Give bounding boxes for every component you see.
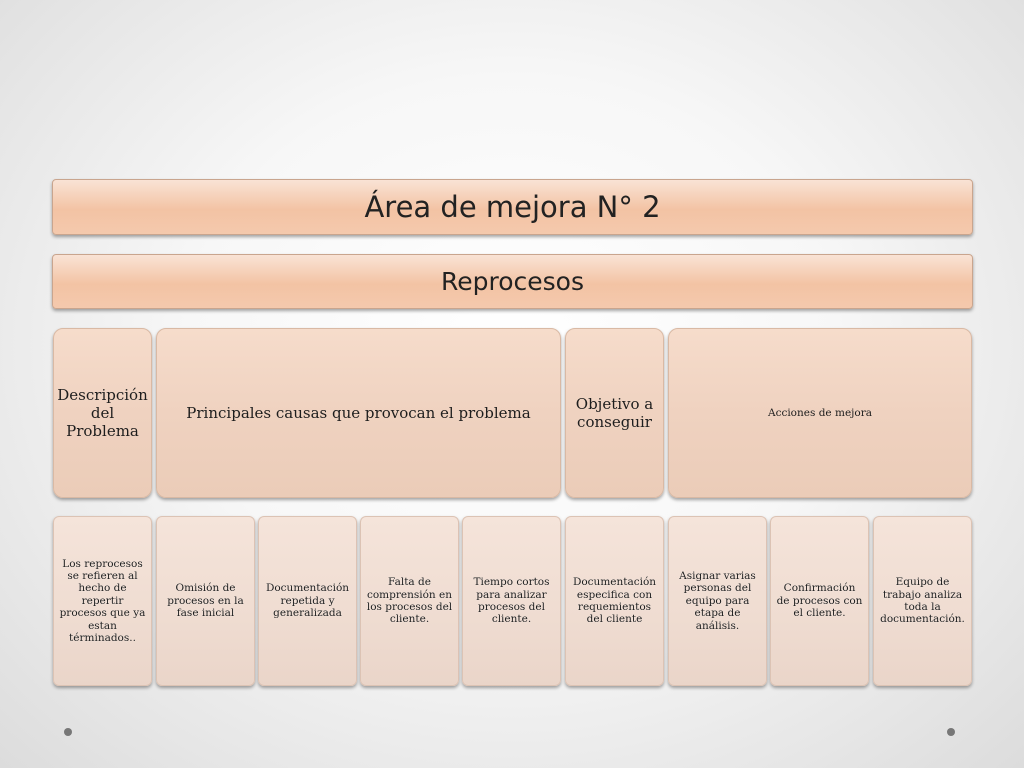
cell-accion-3-text: Equipo de trabajo analiza toda la docume… — [880, 576, 965, 626]
cell-causa-2: Documentación repetida y generalizada — [258, 516, 357, 686]
cell-objetivo: Documentación especifica con requemiento… — [565, 516, 664, 686]
cell-accion-2-text: Confirmación de procesos con el cliente. — [776, 582, 863, 620]
subtitle-text: Reprocesos — [441, 267, 584, 296]
cell-causa-3: Falta de comprensión en los procesos del… — [360, 516, 459, 686]
title-text: Área de mejora N° 2 — [364, 190, 661, 224]
cell-causa-3-text: Falta de comprensión en los procesos del… — [366, 576, 453, 626]
cell-causa-4: Tiempo cortos para analizar procesos del… — [462, 516, 561, 686]
cell-descripcion-text: Los reprocesos se refieren al hecho de r… — [59, 557, 146, 644]
title-banner: Área de mejora N° 2 — [52, 179, 973, 235]
cell-accion-1: Asignar varias personas del equipo para … — [668, 516, 767, 686]
right-decoration-dot — [947, 728, 955, 736]
left-decoration-dot — [64, 728, 72, 736]
cell-causa-1: Omisión de procesos en la fase inicial — [156, 516, 255, 686]
header-acciones: Acciones de mejora — [668, 328, 972, 498]
cell-causa-2-text: Documentación repetida y generalizada — [265, 582, 350, 620]
header-objetivo-text: Objetivo a conseguir — [575, 395, 654, 431]
header-causas-text: Principales causas que provocan el probl… — [186, 404, 531, 422]
subtitle-banner: Reprocesos — [52, 254, 973, 309]
header-descripcion: Descripción del Problema — [53, 328, 152, 498]
cell-causa-1-text: Omisión de procesos en la fase inicial — [167, 582, 244, 620]
cell-accion-3: Equipo de trabajo analiza toda la docume… — [873, 516, 972, 686]
header-objetivo: Objetivo a conseguir — [565, 328, 664, 498]
header-causas: Principales causas que provocan el probl… — [156, 328, 561, 498]
cell-causa-4-text: Tiempo cortos para analizar procesos del… — [473, 576, 550, 626]
cell-accion-1-text: Asignar varias personas del equipo para … — [679, 570, 756, 632]
cell-objetivo-text: Documentación especifica con requemiento… — [572, 576, 657, 626]
cell-accion-2: Confirmación de procesos con el cliente. — [770, 516, 869, 686]
header-descripcion-text: Descripción del Problema — [57, 386, 148, 440]
cell-descripcion: Los reprocesos se refieren al hecho de r… — [53, 516, 152, 686]
header-acciones-text: Acciones de mejora — [767, 407, 873, 419]
